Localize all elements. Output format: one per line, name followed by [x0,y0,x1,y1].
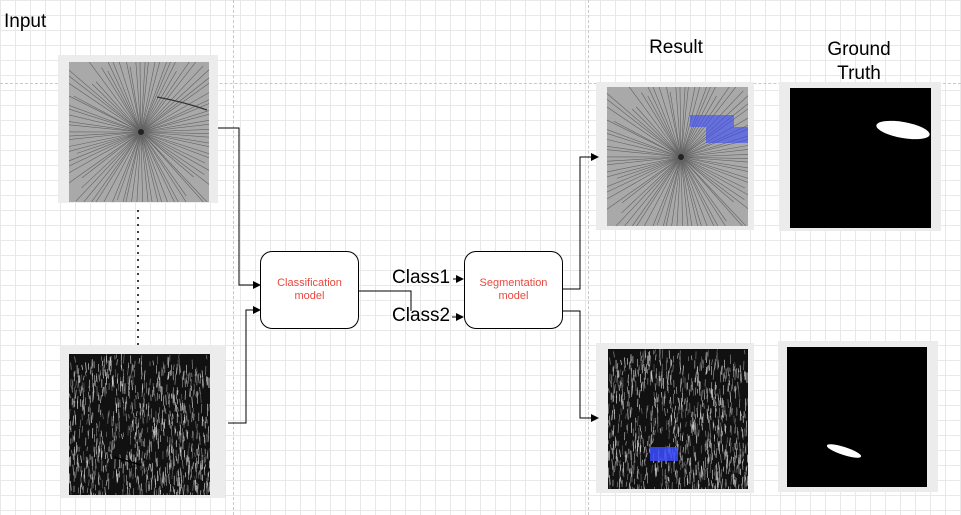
arrow-segmentation-to-result2 [562,310,599,422]
arrow-segmentation-to-result1 [562,153,599,290]
dashed-guide-right [588,0,589,515]
segmentation-model-box: Segmentation model [464,251,563,329]
classification-model-box: Classification model [260,251,359,329]
ground-truth-heading-line2: Truth [837,63,881,84]
result-image-2 [608,349,748,489]
result-heading: Result [649,37,703,58]
class1-label: Class1 [392,267,451,288]
result-image-1 [607,87,748,226]
input-image-2 [69,354,210,495]
class2-label: Class2 [392,305,451,326]
ground-truth-image-2 [787,347,927,487]
dashed-guide-left [233,0,234,515]
line-classification-split [359,290,412,311]
dashed-guide-horizontal [0,83,961,84]
ground-truth-image-1 [790,88,931,228]
ground-truth-heading-line1: Ground [827,39,891,60]
input-image-1 [69,62,209,202]
arrow-input1-to-classification [218,127,261,289]
input-heading: Input [4,11,47,32]
arrow-input2-to-classification [228,306,261,424]
